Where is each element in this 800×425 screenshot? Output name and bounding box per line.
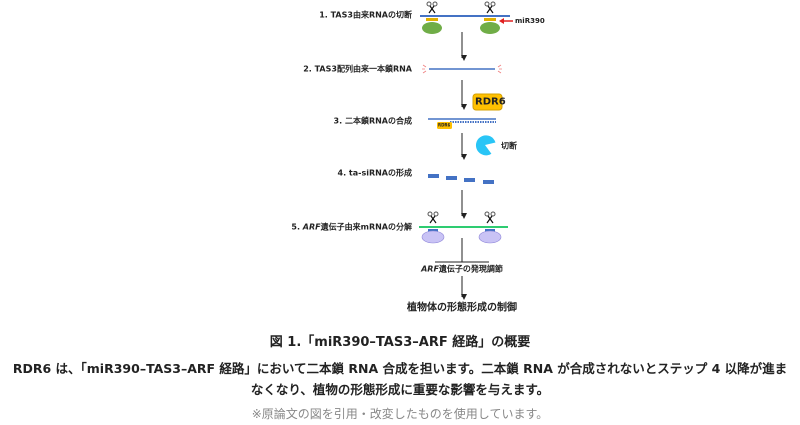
step-4-label: 4. ta-siRNAの形成 bbox=[337, 168, 413, 178]
rdr6-small-label: RDR6 bbox=[438, 122, 451, 128]
ago-complex-icon bbox=[480, 22, 500, 34]
regulation-label: ARF遺伝子の発現調節 bbox=[421, 264, 503, 274]
step-5-label: 5. ARF遺伝子由来mRNAの分解 bbox=[291, 222, 412, 232]
rdr6-label: RDR6 bbox=[475, 96, 506, 108]
ago-complex-icon bbox=[421, 230, 445, 244]
mir390-label: miR390 bbox=[515, 17, 545, 25]
step-2-label: 2. TAS3配列由来一本鎖RNA bbox=[303, 64, 412, 74]
outcome-label: 植物体の形態形成の制御 bbox=[407, 302, 517, 314]
pathway-diagram bbox=[419, 1, 513, 300]
step-3-label: 3. 二本鎖RNAの合成 bbox=[333, 116, 412, 126]
step-1-label: 1. TAS3由来RNAの切断 bbox=[319, 10, 412, 20]
ta-sirna-icons bbox=[428, 174, 494, 184]
figure-title: 図 1.「miR390–TAS3–ARF 経路」の概要 bbox=[269, 335, 531, 350]
caption-line-1: RDR6 は、「miR390–TAS3–ARF 経路」において二本鎖 RNA 合… bbox=[12, 361, 788, 376]
dicer-icon bbox=[475, 135, 496, 156]
ago-complex-icon bbox=[478, 230, 502, 244]
source-note: ※原論文の図を引用・改変したものを使用しています。 bbox=[251, 407, 549, 421]
cleavage-label: 切断 bbox=[501, 141, 517, 151]
ago-complex-icon bbox=[422, 22, 442, 34]
caption-line-2: なくなり、植物の形態形成に重要な影響を与えます。 bbox=[250, 382, 550, 397]
rdr6-icon bbox=[472, 93, 503, 111]
